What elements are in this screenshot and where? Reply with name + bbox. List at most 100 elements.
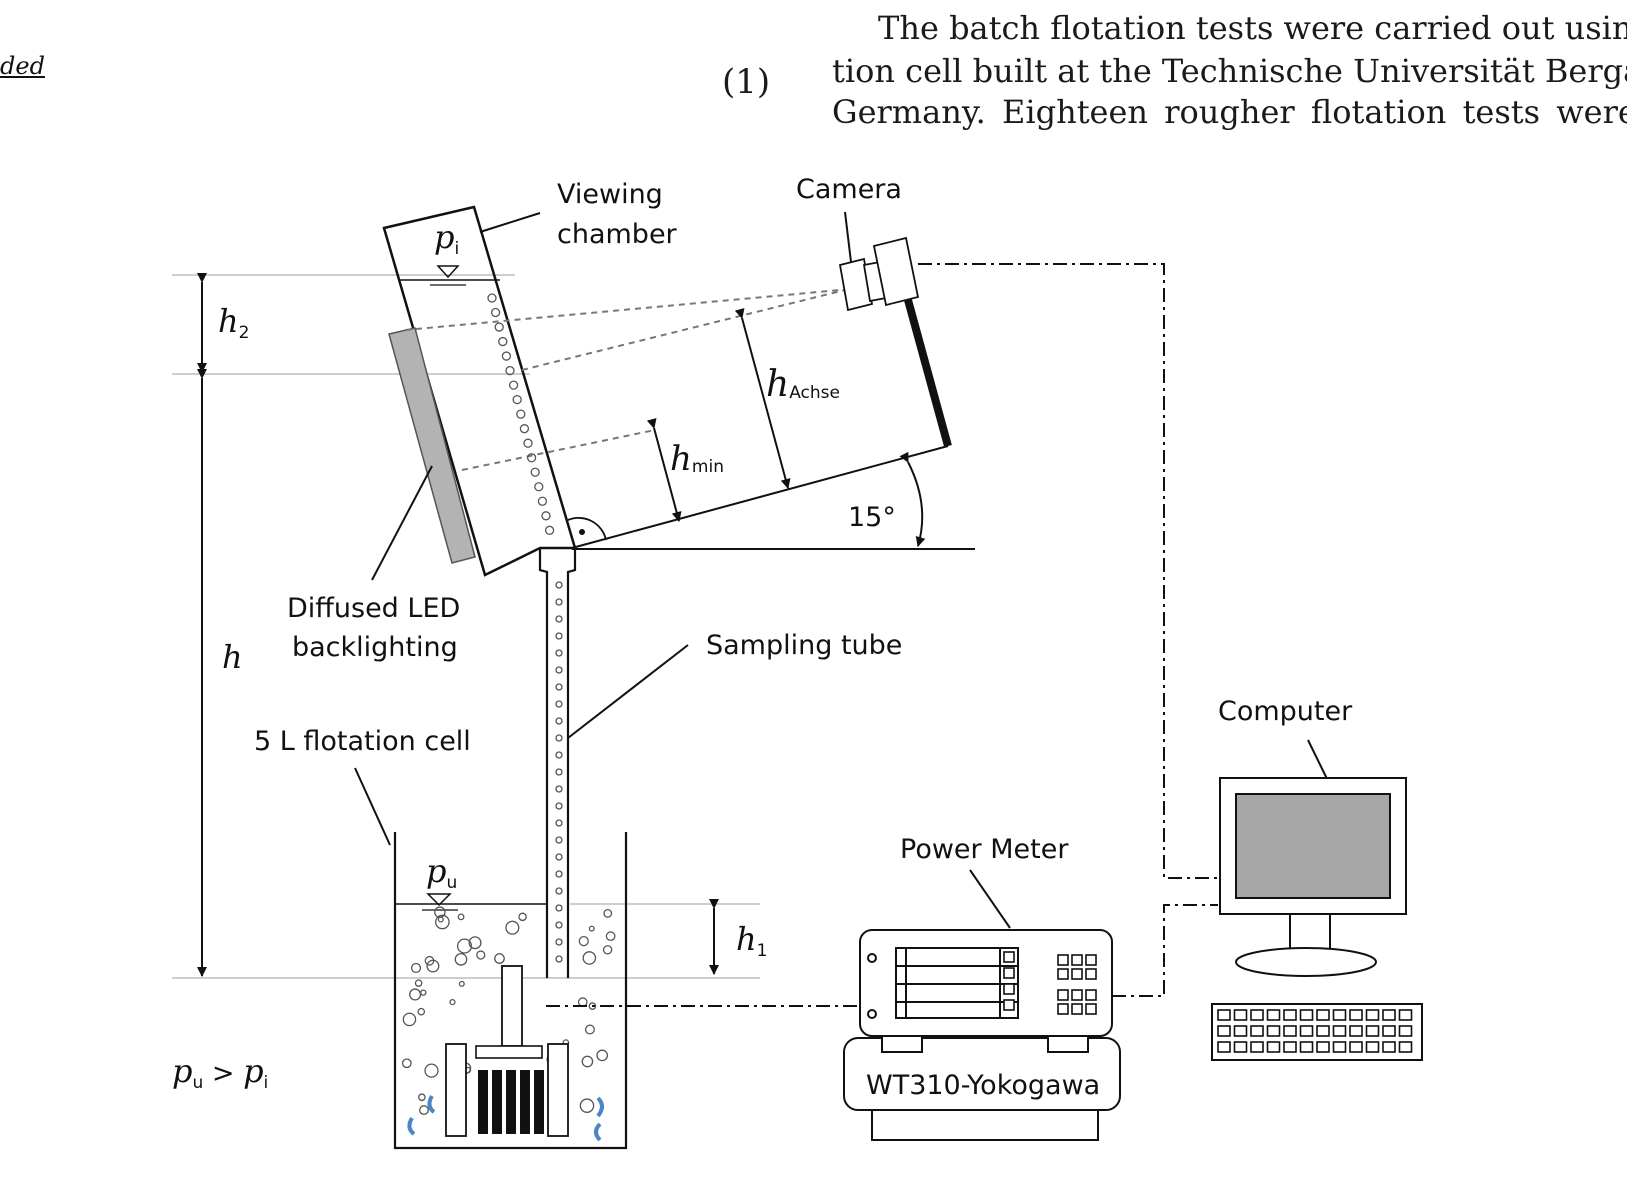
h-achse-arrow	[734, 308, 791, 489]
right-angle-marker	[567, 517, 607, 541]
bubble	[512, 394, 522, 405]
bubble	[449, 998, 456, 1006]
water-level-symbol-cell	[426, 893, 452, 907]
bubble	[456, 938, 473, 954]
bubble	[505, 920, 520, 935]
flotation-cell	[393, 832, 628, 1150]
bubble	[419, 1105, 429, 1116]
label-pointers	[354, 212, 1331, 929]
bubble	[588, 925, 595, 932]
keyboard-key	[1250, 1041, 1264, 1053]
power-meter-label: Power Meter	[900, 834, 1069, 865]
viewing-chamber	[382, 205, 607, 577]
water-level-symbol-top	[436, 265, 460, 279]
power-meter-model-label: WT310-Yokogawa	[866, 1070, 1100, 1101]
h-achse-symbol: hAchse	[766, 364, 840, 405]
keypad-button	[1057, 989, 1069, 1001]
keypad-button	[1057, 968, 1069, 980]
bubble	[555, 649, 563, 657]
bubble	[555, 700, 563, 708]
keyboard-key	[1398, 1041, 1413, 1053]
bubble	[555, 683, 563, 691]
bubble	[555, 615, 563, 623]
bubble	[417, 1007, 426, 1016]
bubble	[584, 1024, 595, 1035]
keypad-button	[1057, 1003, 1069, 1015]
camera-label: Camera	[796, 174, 902, 205]
keyboard-key	[1365, 1025, 1380, 1037]
bubble	[541, 511, 551, 521]
viewing-chamber-label: Viewing	[557, 179, 663, 210]
bubble	[537, 496, 548, 506]
sampling-tube-label: Sampling tube	[706, 630, 902, 661]
camera-mount-bar	[904, 298, 952, 448]
bubble	[501, 351, 512, 361]
camera-view-lines	[404, 289, 846, 471]
keyboard-key	[1349, 1025, 1363, 1037]
keyboard-key	[1233, 1025, 1248, 1037]
bubble	[410, 962, 422, 974]
flow-swirl-icons	[407, 1094, 604, 1142]
keyboard-key	[1316, 1041, 1330, 1053]
keyboard-key	[1365, 1041, 1380, 1053]
led-backlight-panel	[388, 327, 476, 564]
bubble	[588, 1002, 597, 1010]
power-meter-icon	[843, 929, 1121, 1141]
keypad-button	[1003, 983, 1015, 995]
bubble	[457, 913, 465, 921]
bubble	[555, 887, 563, 895]
keyboard-key	[1217, 1041, 1231, 1053]
bubble	[555, 904, 563, 912]
bubble	[526, 453, 537, 463]
bubble	[579, 1098, 595, 1113]
fragment-left-text: ded	[0, 52, 45, 80]
keyboard-key	[1217, 1009, 1231, 1021]
bubble	[516, 409, 526, 419]
bubble	[544, 525, 555, 535]
keyboard-key	[1283, 1009, 1297, 1021]
keypad-button	[1085, 968, 1097, 980]
bubble	[555, 734, 563, 742]
diffused-led-label: Diffused LED	[287, 593, 460, 624]
signal-connections	[546, 263, 1218, 1007]
flotation-cell-label: 5 L flotation cell	[254, 726, 471, 757]
keyboard-key	[1398, 1009, 1413, 1021]
bubble	[519, 424, 530, 434]
keyboard-key	[1299, 1041, 1314, 1053]
keyboard-keys	[1217, 1009, 1413, 1053]
keyboard-key	[1250, 1025, 1264, 1037]
bubble	[458, 980, 465, 987]
viewing-chamber-label-2: chamber	[557, 219, 678, 250]
keypad-button	[1003, 999, 1015, 1011]
keypad-button	[1071, 989, 1083, 1001]
bubble	[426, 959, 440, 973]
impeller-assembly	[445, 965, 569, 1137]
paragraph-line-1: The batch flotation tests were carried o…	[878, 9, 1627, 47]
bubble	[555, 870, 563, 878]
keyboard-key	[1266, 1025, 1281, 1037]
angle-label: 15°	[848, 502, 896, 533]
keyboard-key	[1233, 1041, 1248, 1053]
computer-label: Computer	[1218, 696, 1353, 727]
bubble	[555, 836, 563, 844]
bubble	[555, 598, 563, 606]
h-symbol: h	[222, 638, 243, 676]
bubble	[555, 853, 563, 861]
tube-bubbles	[487, 293, 563, 963]
keypad-button	[1085, 954, 1097, 966]
keyboard-key	[1299, 1025, 1314, 1037]
bubble	[409, 988, 422, 1001]
computer-icon	[1211, 777, 1423, 1061]
bubble	[414, 979, 423, 987]
keypad-button	[1085, 989, 1097, 1001]
bubble	[402, 1012, 417, 1027]
h-min-symbol: hmin	[670, 439, 724, 479]
keypad-button	[1071, 1003, 1083, 1015]
bubble	[555, 581, 563, 589]
bubble	[518, 912, 527, 922]
bubble	[498, 336, 508, 347]
bubble	[401, 1058, 412, 1069]
keypad-button	[1071, 954, 1083, 966]
bubble	[555, 819, 563, 827]
